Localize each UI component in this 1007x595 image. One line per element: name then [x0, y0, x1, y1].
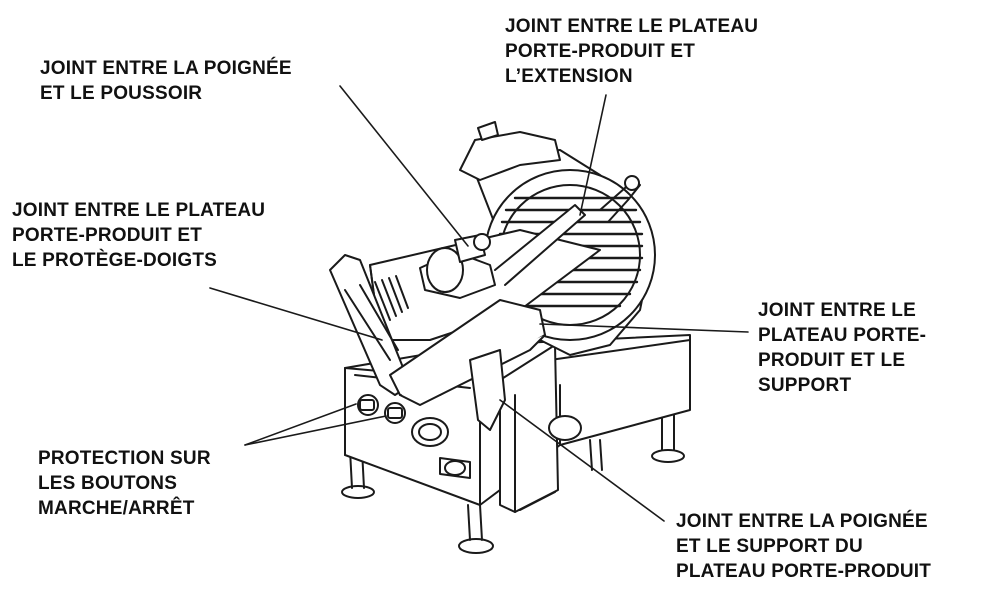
label-handle-pusher: JOINT ENTRE LA POIGNÉE ET LE POUSSOIR — [40, 58, 292, 104]
product-tray — [329, 204, 601, 396]
leader-button-1 — [244, 403, 357, 446]
leader-handle-support — [499, 399, 665, 522]
leader-button-2 — [244, 415, 387, 446]
leader-lines — [209, 85, 749, 522]
label-tray-guard: JOINT ENTRE LE PLATEAU PORTE-PRODUIT ET … — [12, 200, 266, 271]
label-buttons: PROTECTION SUR LES BOUTONS MARCHE/ARRÊT — [38, 448, 211, 519]
control-knobs — [357, 394, 582, 479]
leader-tray-guard — [209, 287, 383, 341]
leader-handle-pusher — [339, 85, 469, 247]
label-tray-extension: JOINT ENTRE LE PLATEAU PORTE-PRODUIT ET … — [505, 16, 759, 87]
carriage-support — [499, 344, 559, 513]
label-handle-support: JOINT ENTRE LA POIGNÉE ET LE SUPPORT DU … — [676, 511, 932, 582]
leader-tray-extension — [579, 94, 607, 216]
label-tray-support: JOINT ENTRE LE PLATEAU PORTE- PRODUIT ET… — [758, 300, 927, 396]
leader-tray-support — [539, 323, 749, 333]
slicer-legs — [341, 409, 685, 554]
carriage-arm — [389, 299, 546, 431]
